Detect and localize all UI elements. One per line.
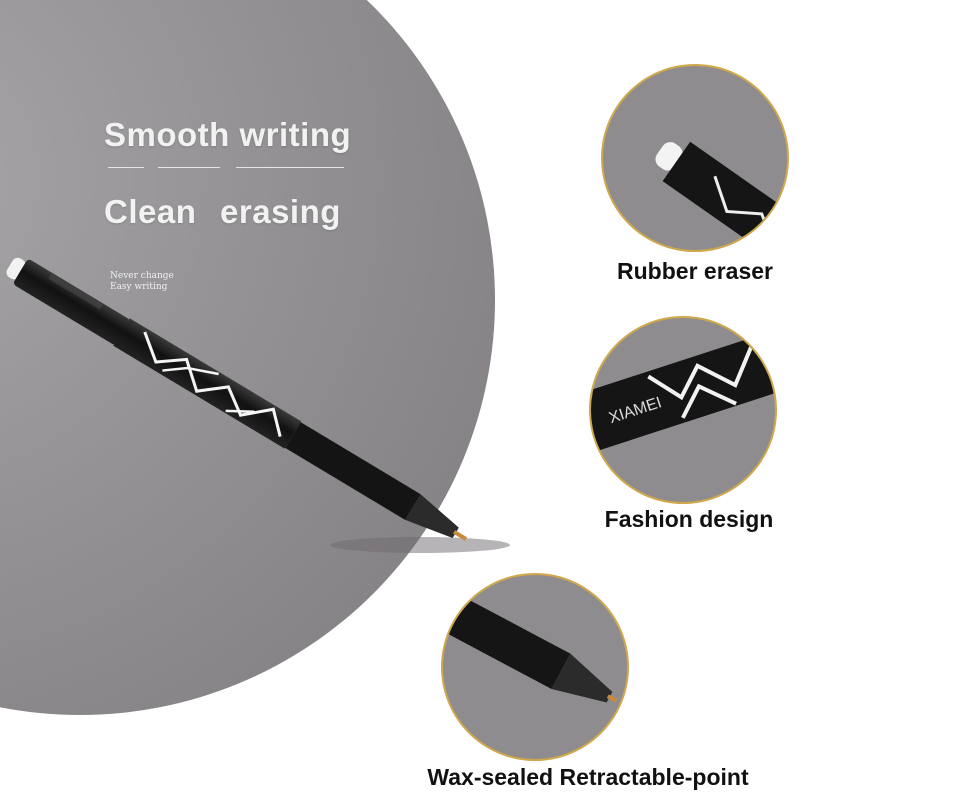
barrel-pattern-closeup: XIAMEI <box>591 318 775 502</box>
pen-shadow <box>330 537 510 553</box>
pen-tip-closeup <box>443 575 627 759</box>
tagline-line-1: Never change <box>110 271 174 281</box>
headline-line-2: Clean erasing <box>104 193 341 230</box>
underline-segment <box>108 167 144 168</box>
pen <box>6 257 468 541</box>
feature-caption-design: Fashion design <box>604 506 774 532</box>
feature-caption-eraser: Rubber eraser <box>617 258 773 284</box>
background-disc <box>0 0 495 715</box>
underline-segment <box>158 167 220 168</box>
tagline-line-2: Easy writing <box>110 282 168 292</box>
headline-line-1: Smooth writing <box>104 116 352 153</box>
feature-caption-tip: Wax-sealed Retractable-point <box>427 764 749 790</box>
underline-segment <box>236 167 344 168</box>
